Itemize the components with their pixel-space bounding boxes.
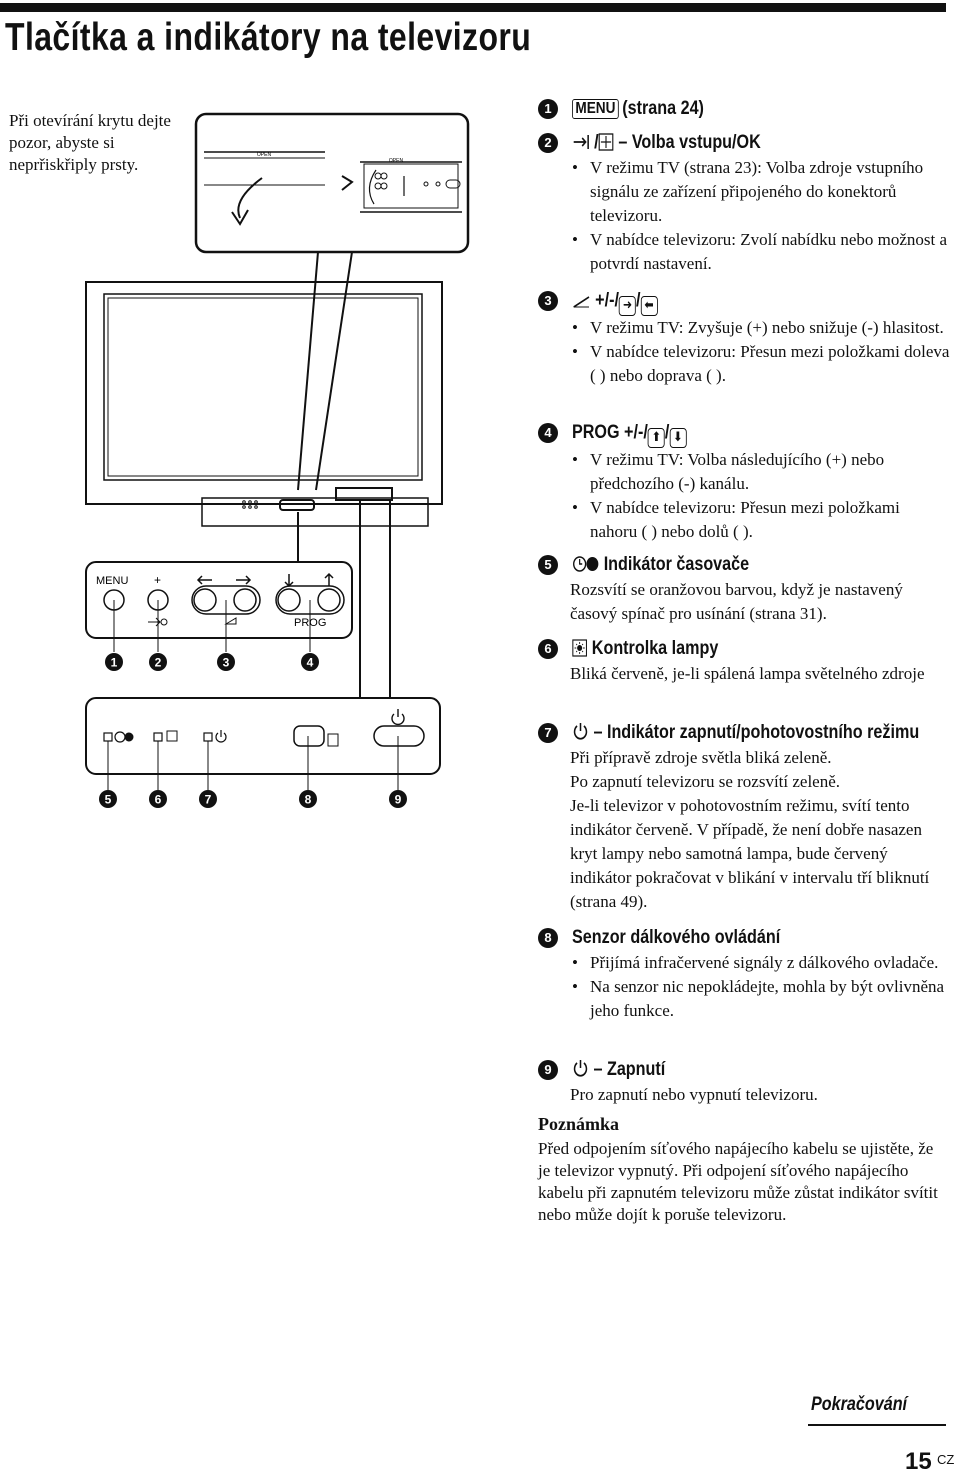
- detail-callout: [297, 251, 353, 491]
- tv-diagram: OPEN OPEN: [85, 112, 470, 808]
- item-number: 9: [538, 1060, 558, 1080]
- timer-icon: [573, 556, 599, 572]
- callout-6: 6: [155, 793, 162, 807]
- ok-icon: [598, 133, 614, 151]
- strip-callout-lines: [297, 500, 391, 698]
- menu-label: MENU: [96, 575, 128, 587]
- menu-key-icon: MENU: [572, 99, 619, 119]
- input-select-icon: [573, 135, 589, 149]
- open-label-2: OPEN: [389, 158, 404, 164]
- item-number: 8: [538, 928, 558, 948]
- callout-numbers-bottom: 5 6 7 8 9: [99, 790, 407, 808]
- bullet-text: V nabídce televizoru: Přesun mezi položk…: [570, 340, 950, 388]
- page-number: 15: [905, 1448, 932, 1475]
- volume-icon: [573, 296, 590, 308]
- item-text: Při přípravě zdroje světla bliká zeleně.: [570, 748, 832, 767]
- page-title: Tlačítka a indikátory na televizoru: [5, 16, 532, 59]
- cover-detail-box: [194, 112, 470, 254]
- page-code: CZ: [937, 1452, 955, 1467]
- item-heading: – Volba vstupu/OK: [618, 132, 761, 153]
- item-7: 7 – Indikátor zapnutí/pohotovostního rež…: [538, 720, 950, 914]
- item-4: 4 PROG +/-/⬆/⬇ V režimu TV: Volba násled…: [538, 420, 950, 544]
- item-heading: Senzor dálkového ovládání: [572, 927, 781, 948]
- plus-label: +: [154, 573, 161, 587]
- item-number: 1: [538, 99, 558, 119]
- bullet-text: V nabídce televizoru: Zvolí nabídku nebo…: [570, 228, 950, 276]
- bullet-text: V režimu TV: Volba následujícího (+) neb…: [570, 448, 950, 496]
- item-text: Je-li televizor v pohotovostním režimu, …: [570, 796, 930, 911]
- callout-7: 7: [205, 793, 212, 807]
- prog-label: PROG: [294, 617, 326, 629]
- continued-label: Pokračování: [811, 1394, 908, 1415]
- item-number: 5: [538, 555, 558, 575]
- item-text: Pro zapnutí nebo vypnutí televizoru.: [570, 1085, 818, 1104]
- indicator-panel: [85, 697, 441, 790]
- callout-3: 3: [223, 656, 230, 670]
- callout-2: 2: [155, 656, 162, 670]
- bullet-text: V nabídce televizoru: Přesun mezi položk…: [570, 496, 950, 544]
- item-number: 3: [538, 291, 558, 311]
- item-heading: Indikátor časovače: [603, 554, 750, 575]
- item-number: 7: [538, 723, 558, 743]
- item-3: 3 +/-/➜/⬅ V režimu TV: Zvyšuje (+) nebo …: [538, 288, 950, 388]
- item-8: 8 Senzor dálkového ovládání Přijímá infr…: [538, 925, 950, 1023]
- up-arrow-icon: ⬆: [647, 428, 665, 448]
- continued-rule: [808, 1424, 946, 1426]
- bullet-text: V režimu TV: Zvyšuje (+) nebo snižuje (-…: [570, 316, 950, 340]
- control-panel: [85, 561, 353, 652]
- note-title: Poznámka: [538, 1114, 619, 1134]
- callout-4: 4: [307, 656, 314, 670]
- left-arrow-icon: ⬅: [640, 296, 658, 316]
- lamp-icon: [572, 639, 587, 657]
- item-6: 6 Kontrolka lampy Bliká červeně, je-li s…: [538, 636, 950, 686]
- item-number: 4: [538, 423, 558, 443]
- item-number: 6: [538, 639, 558, 659]
- callout-8: 8: [305, 793, 312, 807]
- open-label-1: OPEN: [257, 152, 272, 158]
- item-1: 1 MENU(strana 24): [538, 96, 950, 122]
- item-text: Bliká červeně, je-li spálená lampa světe…: [570, 664, 925, 683]
- item-heading: – Zapnutí: [593, 1059, 666, 1080]
- item-text: Rozsvítí se oranžovou barvou, když je na…: [570, 580, 903, 623]
- note-text: Před odpojením síťového napájecího kabel…: [538, 1139, 938, 1224]
- bullet-text: Přijímá infračervené signály z dálkového…: [570, 951, 950, 975]
- item-heading: (strana 24): [622, 98, 704, 119]
- item-number: 2: [538, 133, 558, 153]
- right-arrow-icon: ➜: [618, 296, 636, 316]
- tv-body: [85, 281, 443, 527]
- callout-1: 1: [111, 656, 118, 670]
- callout-9: 9: [395, 793, 402, 807]
- item-9: 9 – Zapnutí Pro zapnutí nebo vypnutí tel…: [538, 1057, 950, 1107]
- power-icon: [573, 1060, 588, 1077]
- callout-numbers-top: 1 2 3 4: [105, 653, 319, 671]
- item-heading: Kontrolka lampy: [591, 638, 719, 659]
- item-text: Po zapnutí televizoru se rozsvítí zeleně…: [570, 772, 841, 791]
- power-icon: [573, 723, 588, 740]
- item-5: 5 Indikátor časovače Rozsvítí se oranžov…: [538, 552, 950, 626]
- bullet-text: Na senzor nic nepokládejte, mohla by být…: [570, 975, 950, 1023]
- caution-note: Při otevírání krytu dejte pozor, abyste …: [9, 111, 171, 174]
- item-2: 2 / – Volba vstupu/OK V režimu TV (stran…: [538, 130, 950, 276]
- item-heading: – Indikátor zapnutí/pohotovostního režim…: [593, 722, 920, 743]
- bullet-text: V režimu TV (strana 23): Volba zdroje vs…: [570, 156, 950, 228]
- callout-5: 5: [105, 793, 112, 807]
- top-rule: [0, 3, 946, 12]
- down-arrow-icon: ⬇: [669, 428, 687, 448]
